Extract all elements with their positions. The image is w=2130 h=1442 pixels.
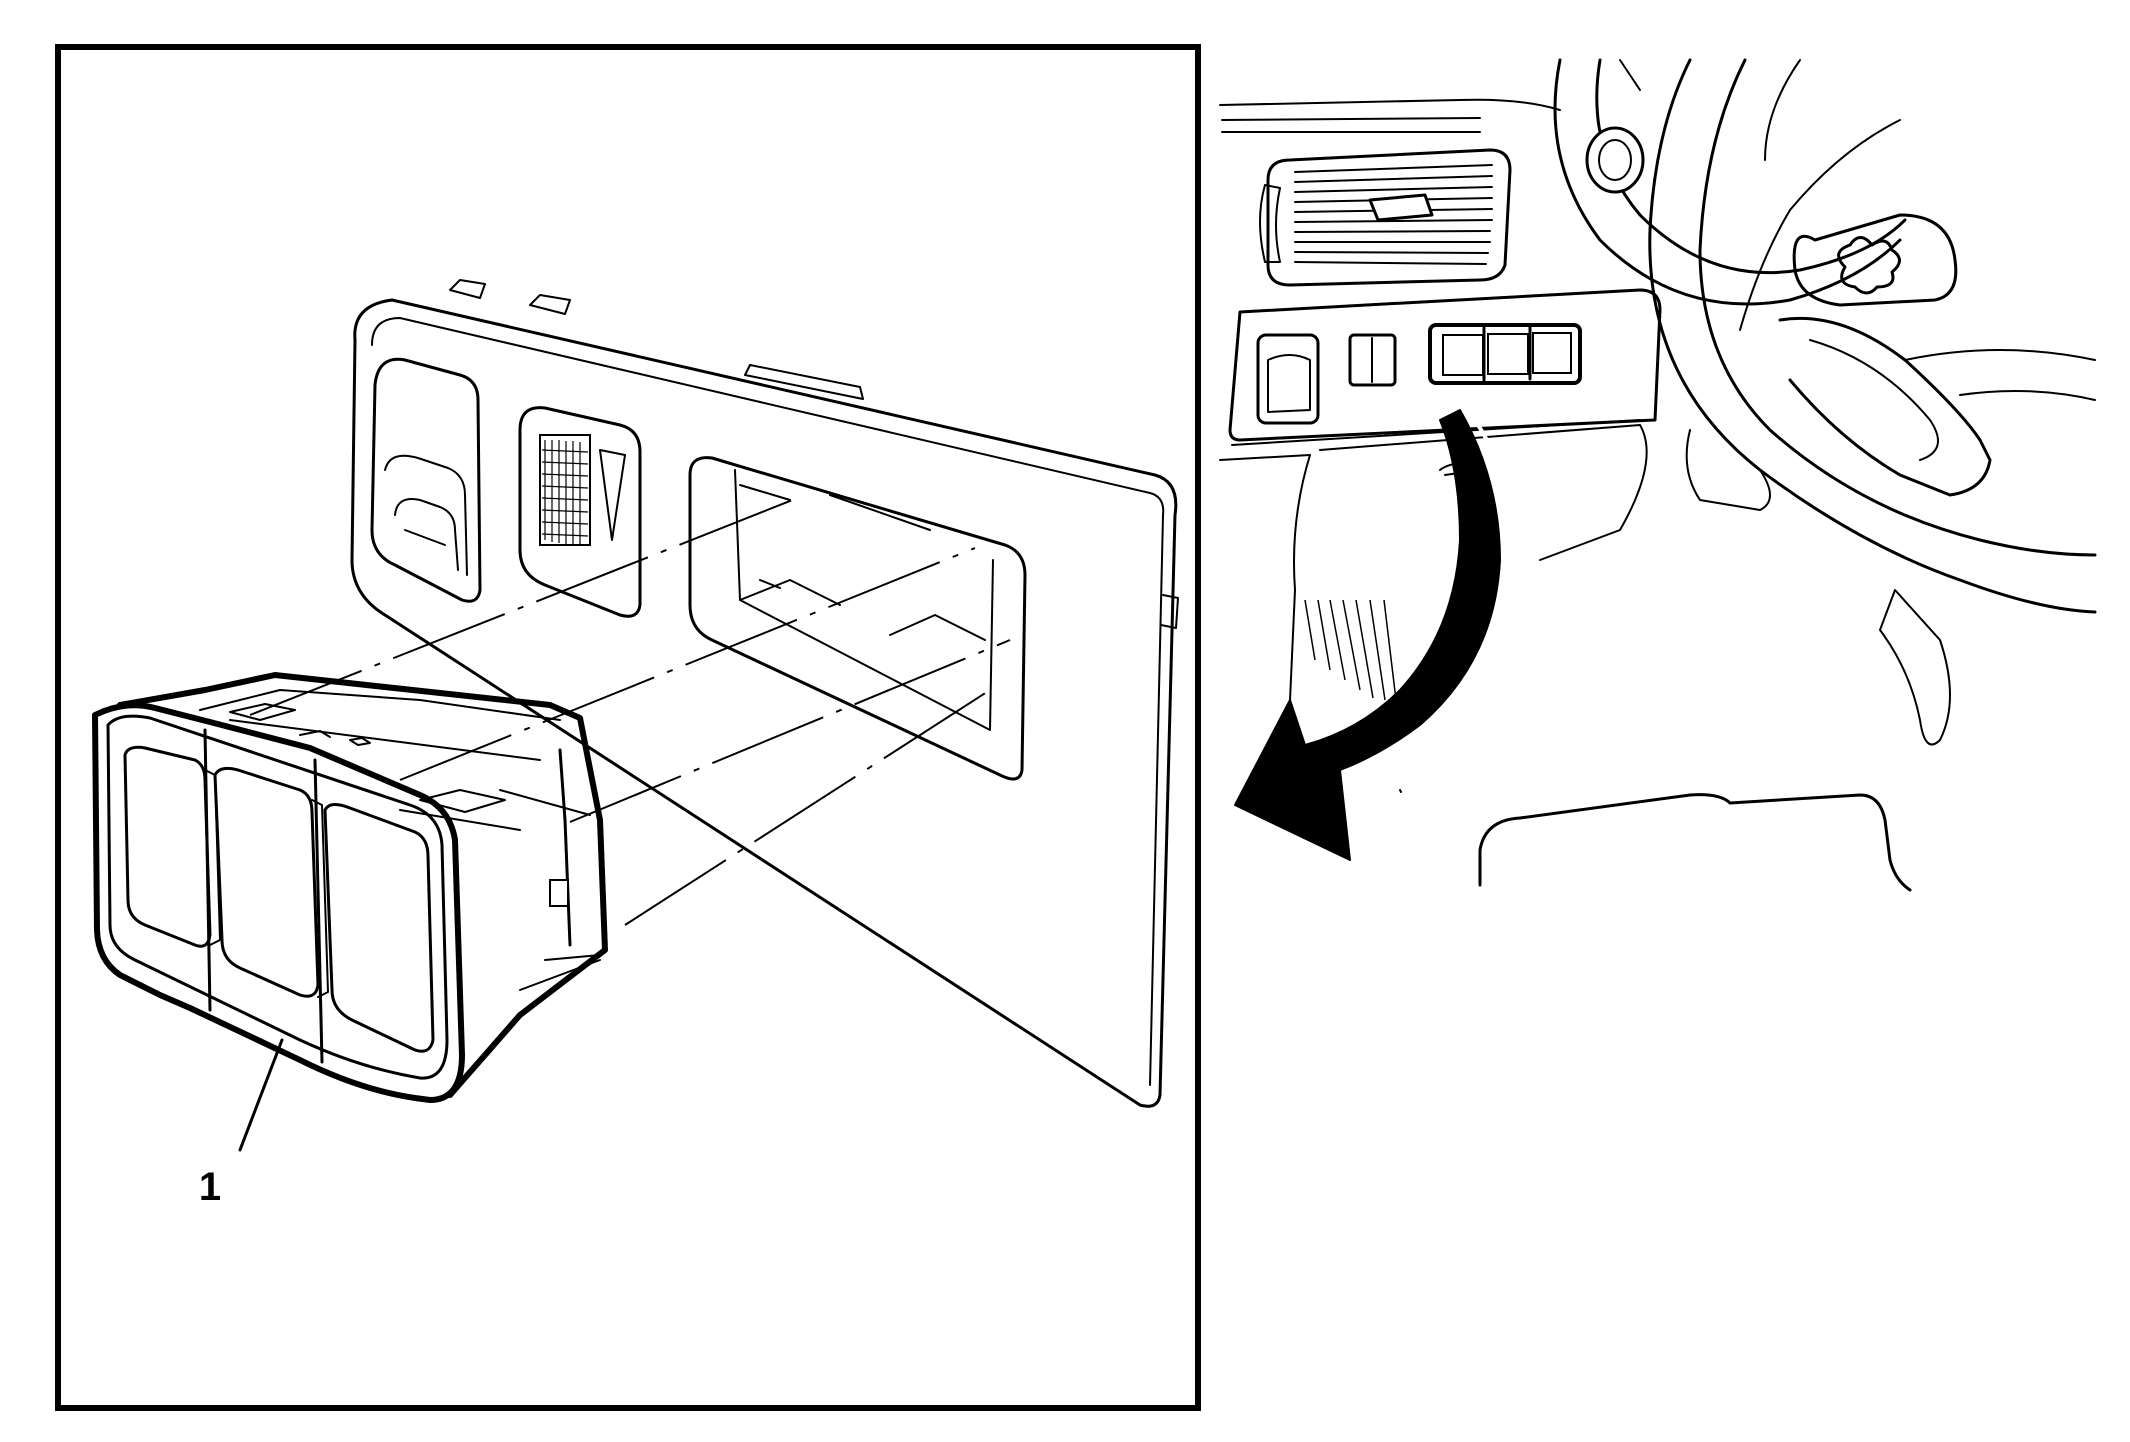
switch-assembly — [92, 672, 608, 1103]
callout-label: 1 — [199, 1165, 221, 1209]
overview-view — [1219, 58, 2097, 892]
dash-switch-panel — [1228, 288, 1662, 446]
thumbwheel-knurl — [541, 440, 589, 545]
shading-lines — [1304, 599, 1397, 701]
removal-arrow — [1234, 409, 1523, 861]
trim-bezel — [350, 279, 1179, 1108]
detail-view-frame — [55, 44, 1201, 1411]
alignment-lines — [249, 496, 1011, 926]
air-vent — [1259, 148, 1512, 287]
floor-mat-outline — [1478, 793, 1912, 892]
callout-1: 1 — [199, 1038, 284, 1209]
steering-wheel — [1553, 58, 2097, 746]
